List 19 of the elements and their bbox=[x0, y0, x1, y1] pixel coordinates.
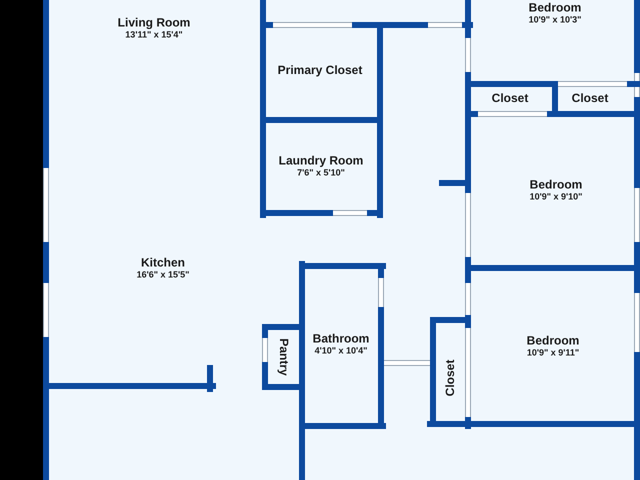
room-dimensions: 4'10" x 10'4" bbox=[314, 346, 368, 356]
room-name: Primary Closet bbox=[278, 63, 362, 77]
room-name: Bedroom bbox=[526, 334, 580, 348]
room-name: Bathroom bbox=[312, 332, 370, 346]
room-dimensions: 13'11" x 15'4" bbox=[125, 30, 183, 40]
room-dimensions: 10'9" x 9'10" bbox=[530, 192, 582, 202]
room-dimensions: 10'9" x 10'3" bbox=[528, 14, 582, 26]
room-name: Kitchen bbox=[141, 256, 185, 270]
room-dimensions: 7'6" x 5'10" bbox=[297, 168, 345, 178]
room-name: Closet bbox=[572, 91, 608, 105]
room-name: Laundry Room bbox=[278, 154, 364, 168]
room-name: Pantry bbox=[277, 338, 291, 376]
room-name: Bedroom bbox=[528, 0, 582, 14]
room-name: Living Room bbox=[118, 16, 190, 30]
room-dimensions: 10'9" x 9'11" bbox=[526, 348, 580, 358]
room-name: Bedroom bbox=[530, 178, 582, 192]
room-name: Closet bbox=[443, 360, 457, 396]
room-dimensions: 16'6" x 15'5" bbox=[136, 270, 190, 280]
room-name: Closet bbox=[492, 91, 528, 105]
